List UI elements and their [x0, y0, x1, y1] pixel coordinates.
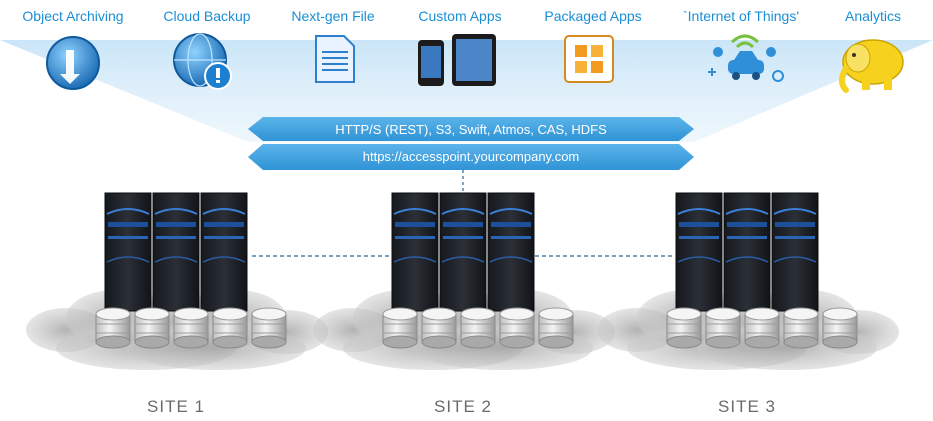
app-label-cloud-backup: Cloud Backup	[163, 8, 251, 24]
protocol-banner	[248, 117, 694, 141]
site-2-racks	[391, 192, 535, 312]
office-apps-icon	[564, 35, 614, 83]
site-2-label: SITE 2	[434, 397, 492, 416]
app-label-next-gen-file: Next-gen File	[291, 8, 375, 24]
site-3-racks	[675, 192, 819, 312]
document-icon	[315, 35, 355, 83]
site-1-label: SITE 1	[147, 397, 205, 416]
protocols-text: HTTP/S (REST), S3, Swift, Atmos, CAS, HD…	[335, 122, 607, 137]
app-label-object-archiving: Object Archiving	[22, 8, 124, 24]
site-2-disks	[382, 307, 574, 349]
app-label-custom-apps: Custom Apps	[418, 8, 502, 24]
endpoint-banner	[248, 144, 694, 170]
phone-tablet-icon	[418, 34, 496, 86]
site-1-disks	[95, 307, 287, 349]
connected-car-icon	[708, 34, 784, 82]
app-funnel	[0, 40, 933, 142]
endpoint-text: https://accesspoint.yourcompany.com	[363, 149, 580, 164]
site-2-cluster	[313, 192, 615, 370]
app-label-internet-of-things: `Internet of Things'	[682, 8, 800, 24]
site-3-label: SITE 3	[718, 397, 776, 416]
globe-backup-icon	[173, 33, 232, 90]
site-1-racks	[104, 192, 248, 312]
archive-arrows-icon	[46, 36, 100, 90]
hadoop-elephant-icon	[839, 39, 904, 93]
site-1-cluster	[26, 192, 328, 370]
app-label-analytics: Analytics	[844, 8, 902, 24]
site-3-disks	[666, 307, 858, 349]
app-label-packaged-apps: Packaged Apps	[544, 8, 642, 24]
site-3-cluster	[597, 192, 899, 370]
